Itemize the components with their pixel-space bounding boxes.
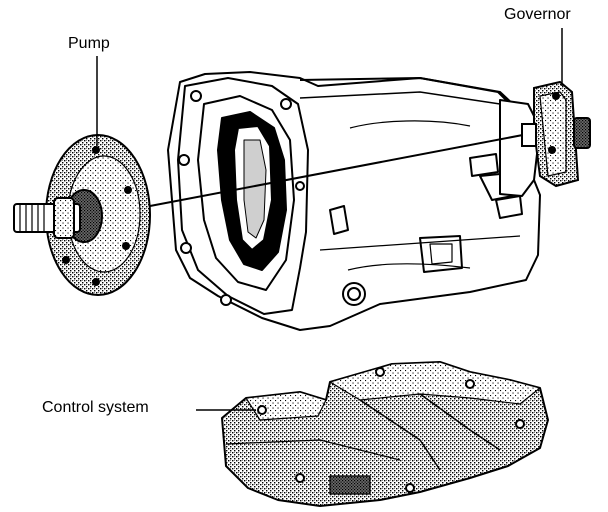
governor-assembly xyxy=(521,80,591,188)
control-system-valve-body xyxy=(221,361,549,507)
pump-label: Pump xyxy=(68,35,110,52)
input-shaft-axis xyxy=(149,133,529,207)
governor-label: Governor xyxy=(504,6,571,23)
transmission-case xyxy=(167,71,541,331)
oil-pump xyxy=(13,134,151,296)
control-system-label: Control system xyxy=(42,399,149,416)
